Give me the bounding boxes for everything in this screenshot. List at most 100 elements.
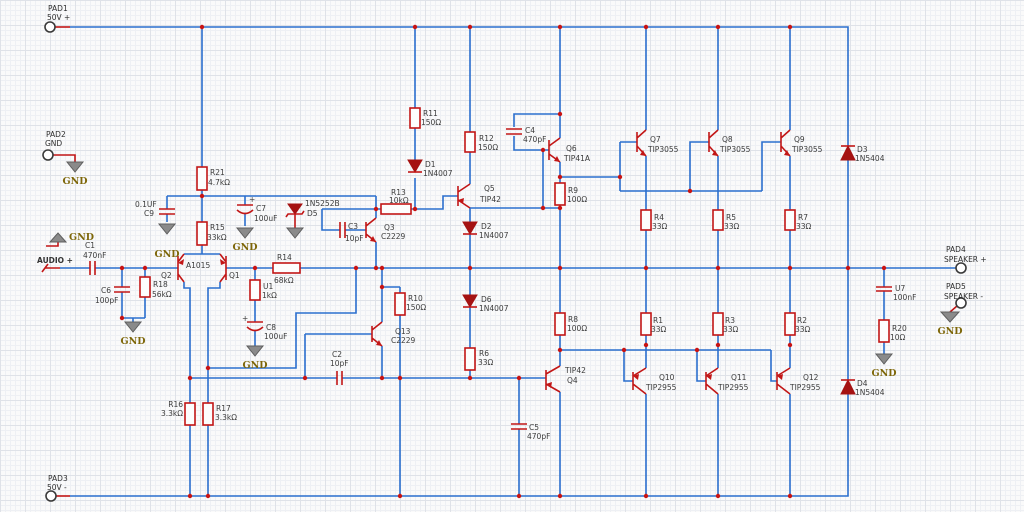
capacitor-C1[interactable]	[89, 261, 96, 275]
transistor-Q4[interactable]	[545, 365, 561, 393]
gnd-arrow-d5[interactable]	[285, 227, 305, 239]
label-C4-val: 470pF	[523, 135, 546, 144]
resistor-R5[interactable]	[712, 209, 724, 231]
resistor-R7[interactable]	[784, 209, 796, 231]
resistor-R17[interactable]	[202, 402, 214, 426]
gnd-arrow-input[interactable]	[48, 232, 68, 243]
label-D1-ref: D1	[425, 160, 436, 169]
label-R14-ref: R14	[277, 253, 292, 262]
resistor-R20[interactable]	[878, 319, 890, 343]
resistor-R9[interactable]	[554, 182, 566, 206]
pad-labels: PAD1 50V + PAD2 GND PAD3 50V - PAD4 SPEA…	[37, 4, 987, 492]
gnd-arrow-r20[interactable]	[874, 353, 894, 365]
wire-right-region[interactable]	[847, 160, 885, 380]
pad2-net: GND	[45, 139, 62, 148]
transistor-Q9[interactable]	[780, 129, 791, 157]
transistor-Q3[interactable]	[365, 217, 377, 243]
resistor-R11[interactable]	[409, 107, 421, 129]
pads[interactable]	[42, 21, 967, 502]
pad5-stub[interactable]	[949, 305, 958, 313]
label-Q13-ref: Q13	[395, 327, 411, 336]
capacitor-U7[interactable]	[876, 286, 892, 292]
resistor-R1[interactable]	[640, 312, 652, 336]
label-R5-ref: R5	[726, 213, 736, 222]
transistor-Q13[interactable]	[371, 321, 383, 347]
diode-D2[interactable]	[462, 221, 478, 235]
label-R20-ref: R20	[892, 324, 907, 333]
wire-top-rail[interactable]	[70, 26, 849, 146]
wires[interactable]	[60, 26, 956, 497]
resistor-R6[interactable]	[464, 347, 476, 371]
resistor-R12[interactable]	[464, 131, 476, 153]
transistor-Q12[interactable]	[776, 367, 791, 395]
gnd-symbols[interactable]	[48, 161, 961, 365]
capacitor-C6[interactable]	[114, 286, 130, 293]
capacitor-C8[interactable]	[246, 321, 264, 332]
capacitor-C7[interactable]	[236, 204, 254, 215]
resistor-R4[interactable]	[640, 209, 652, 231]
transistor-Q7[interactable]	[636, 129, 647, 157]
resistor-R3[interactable]	[712, 312, 724, 336]
pad2-stub[interactable]	[53, 154, 76, 162]
pad4-terminal[interactable]	[955, 262, 967, 274]
pad-stub-wires[interactable]	[41, 26, 958, 497]
diodes[interactable]	[285, 144, 856, 395]
wire-output-bases[interactable]	[619, 141, 781, 192]
resistor-R10[interactable]	[394, 292, 406, 316]
transistor-Q2-Q1-pair[interactable]	[177, 253, 227, 283]
capacitors[interactable]	[89, 128, 892, 430]
resistor-R18[interactable]	[139, 276, 151, 298]
capacitor-C3[interactable]	[339, 222, 346, 238]
gnd-arrow-pad5[interactable]	[939, 311, 961, 323]
resistor-R21[interactable]	[196, 166, 208, 191]
input-gnd-stub[interactable]	[46, 242, 59, 247]
label-Q2-ref: Q2	[161, 271, 172, 280]
resistor-R16[interactable]	[184, 402, 196, 426]
pad5-terminal[interactable]	[955, 297, 967, 309]
wire-input-region[interactable]	[121, 190, 376, 496]
diode-D1[interactable]	[407, 159, 423, 173]
wire-feedback[interactable]	[208, 268, 357, 369]
gnd-arrow-c8[interactable]	[245, 345, 265, 357]
resistor-R2[interactable]	[784, 312, 796, 336]
capacitor-C5[interactable]	[511, 423, 527, 430]
transistor-Q11[interactable]	[705, 367, 719, 395]
label-C2-val: 10pF	[330, 359, 349, 368]
pad1-terminal[interactable]	[44, 21, 56, 33]
capacitor-C2[interactable]	[336, 371, 343, 385]
resistor-R15[interactable]	[196, 221, 208, 246]
pad3-terminal[interactable]	[45, 490, 57, 502]
resistor-R8[interactable]	[554, 312, 566, 336]
wire-output-columns[interactable]	[645, 156, 791, 496]
wire-columns-top[interactable]	[201, 27, 791, 167]
transistors[interactable]	[177, 129, 791, 395]
gnd-arrow-c9[interactable]	[157, 223, 177, 235]
resistors[interactable]	[139, 107, 890, 426]
diode-D5-zener[interactable]	[285, 203, 305, 218]
gnd-arrow-pad2[interactable]	[65, 161, 85, 173]
resistor-R14[interactable]	[272, 262, 301, 274]
pad4-name: PAD4	[946, 245, 966, 254]
label-Q11-ref: Q11	[731, 373, 747, 382]
diode-D3[interactable]	[840, 144, 856, 161]
label-R7-ref: R7	[798, 213, 808, 222]
pad2-terminal[interactable]	[42, 149, 54, 161]
wire-driver-region[interactable]	[190, 113, 777, 496]
transistor-Q10[interactable]	[632, 367, 647, 395]
resistor-R13[interactable]	[380, 203, 412, 215]
transistor-Q5[interactable]	[457, 183, 471, 209]
transistor-Q8[interactable]	[708, 129, 719, 157]
diode-D6[interactable]	[462, 294, 478, 308]
label-C8-plus: +	[242, 314, 248, 323]
resistor-U1[interactable]	[249, 279, 261, 301]
capacitor-C4[interactable]	[506, 128, 522, 135]
audio-stub[interactable]	[41, 263, 60, 273]
gnd-arrow-c6[interactable]	[123, 321, 143, 333]
capacitor-C9[interactable]	[159, 208, 175, 215]
wire-bottom-rail[interactable]	[70, 394, 849, 497]
diode-D4[interactable]	[840, 378, 856, 395]
label-D4-val: 1N5404	[855, 388, 885, 397]
transistor-Q6[interactable]	[548, 137, 561, 163]
gnd-arrow-c7[interactable]	[235, 227, 255, 239]
